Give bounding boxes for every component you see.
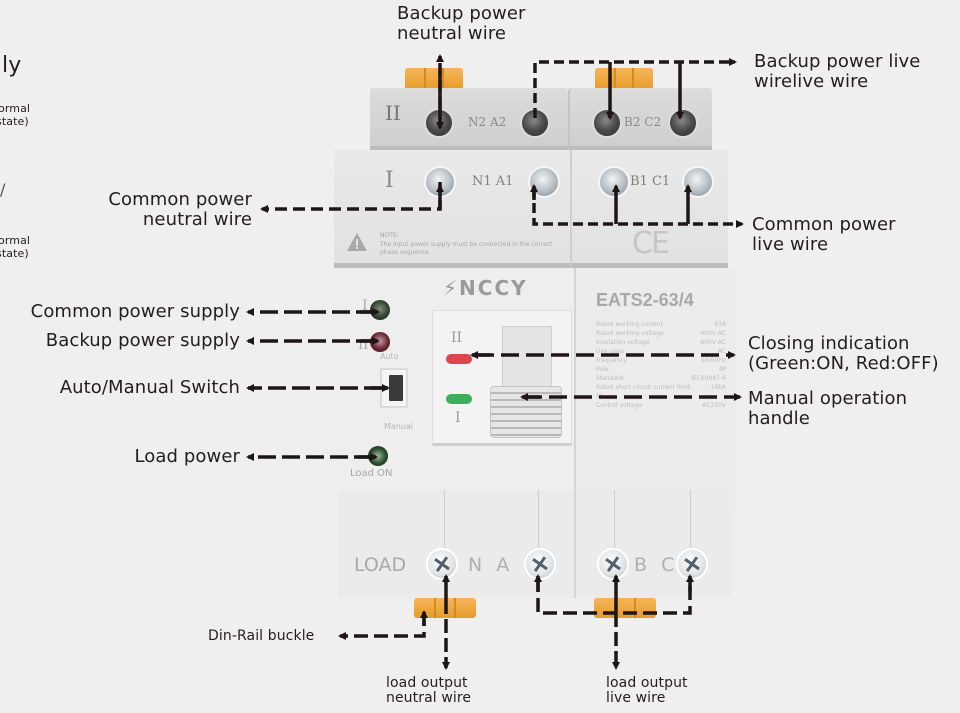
callout-common-live: Common power live wire xyxy=(752,214,896,255)
load-terminal-block-right xyxy=(574,490,732,598)
terminal-label-b1-c1: B1 C1 xyxy=(630,174,671,189)
note-text: The input power supply must be connected… xyxy=(380,241,553,256)
arrow-common-neutral xyxy=(260,182,442,213)
cropped-text-fragment: / xyxy=(0,180,6,199)
callout-common-supply: Common power supply xyxy=(30,301,240,322)
model-number: EATS2-63/4 xyxy=(596,290,694,310)
auto-label: Auto xyxy=(380,352,399,361)
cropped-heading-fragment: ly xyxy=(2,53,22,78)
brand-bolt-icon: ⚡ xyxy=(443,276,460,300)
callout-backup-neutral: Backup power neutral wire xyxy=(397,3,526,44)
note-title: NOTE: xyxy=(380,232,399,239)
callout-load-neutral: load output neutral wire xyxy=(386,675,472,706)
callout-din-rail: Din-Rail buckle xyxy=(208,628,315,644)
load-screw-c[interactable] xyxy=(676,548,708,580)
cropped-text-fragment: state) xyxy=(0,247,29,260)
callout-common-neutral: Common power neutral wire xyxy=(108,189,252,230)
indicator-label-backup: II xyxy=(358,338,369,353)
arrow-din-rail xyxy=(338,612,426,640)
cropped-text-fragment: ormal xyxy=(0,234,31,247)
callout-backup-live: Backup power live wirelive wire xyxy=(754,51,921,92)
callout-load-power: Load power xyxy=(134,446,240,467)
cropped-text-fragment: ormal xyxy=(0,102,31,115)
load-on-label: Load ON xyxy=(350,468,393,479)
ce-mark: CE xyxy=(632,226,670,261)
callout-manual-handle: Manual operation handle xyxy=(748,388,908,429)
closing-label-II: II xyxy=(451,330,463,346)
divider-line xyxy=(614,490,615,550)
closing-label-I: I xyxy=(455,410,461,426)
terminal-screw-b1[interactable] xyxy=(598,166,630,198)
led-load-power xyxy=(368,446,388,466)
manual-operation-handle[interactable] xyxy=(490,386,562,438)
load-label: LOAD xyxy=(354,554,407,576)
main-body-right xyxy=(574,268,736,510)
brand-logo: ⚡NCCY xyxy=(443,276,528,300)
arrow-common-live xyxy=(532,188,744,228)
cropped-text-fragment: state) xyxy=(0,115,29,128)
closing-led-green xyxy=(446,394,472,404)
terminal-label-n1-a1: N1 A1 xyxy=(472,174,514,189)
load-screw-n[interactable] xyxy=(426,548,458,580)
load-terminal-label-b-c: B C xyxy=(634,554,679,576)
closing-led-red xyxy=(446,354,472,364)
callout-backup-supply: Backup power supply xyxy=(45,330,240,351)
indicator-label-common: I xyxy=(362,298,368,314)
warning-triangle-icon xyxy=(347,233,367,251)
terminal-label-b2-c2: B2 C2 xyxy=(624,115,662,129)
divider-line xyxy=(690,490,691,550)
manual-label: Manual xyxy=(384,422,414,431)
divider-line xyxy=(444,490,445,550)
callout-auto-manual: Auto/Manual Switch xyxy=(59,377,240,398)
top-din-buckle-left xyxy=(405,68,463,90)
callout-closing-indication: Closing indication (Green:ON, Red:OFF) xyxy=(748,333,939,374)
arrow-load-live xyxy=(536,578,692,615)
spec-row: IP xyxy=(596,393,602,400)
arrow-backup-live xyxy=(533,58,737,118)
callout-load-live: load output live wire xyxy=(606,675,688,706)
divider-line xyxy=(538,490,539,550)
load-terminal-label-n-a: N A xyxy=(468,554,514,576)
row-label-backup: II xyxy=(385,101,401,125)
terminal-label-n2-a2: N2 A2 xyxy=(468,115,507,129)
row-label-common: I xyxy=(385,168,394,193)
